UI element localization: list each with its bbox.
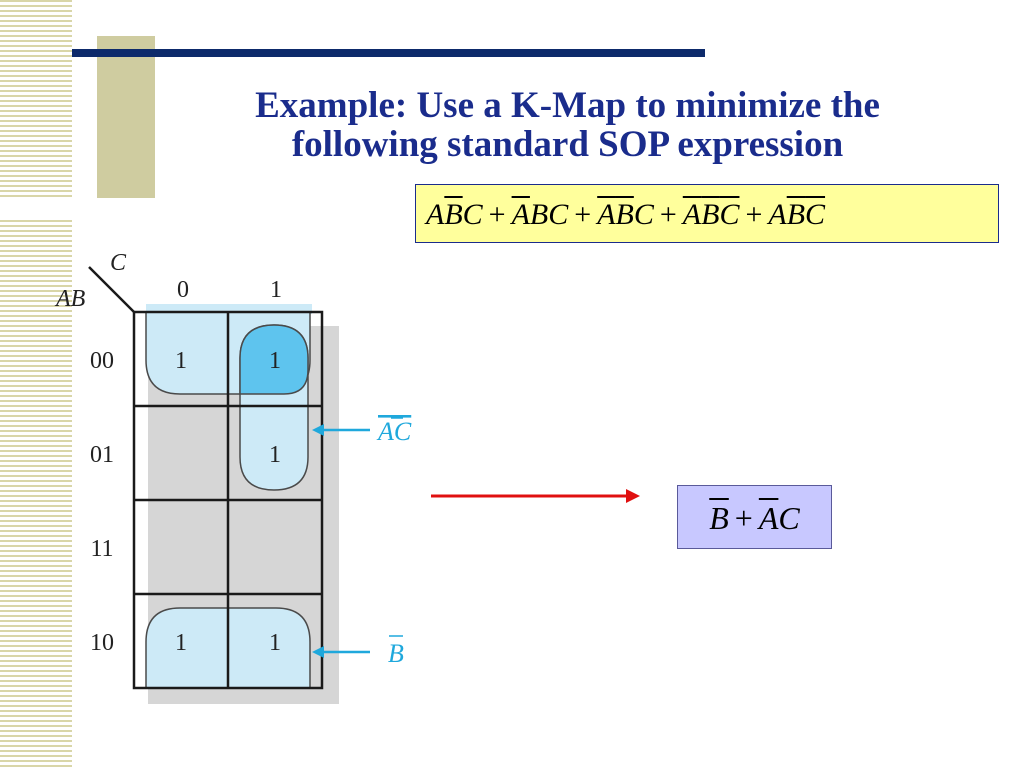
decorative-block xyxy=(97,36,155,198)
result-plus: + xyxy=(734,500,753,536)
title-line-2: following standard SOP expression xyxy=(291,124,844,165)
var-b-bar: B xyxy=(615,198,634,231)
var-c-bar: C xyxy=(805,198,826,231)
plus-operator: + xyxy=(488,198,506,231)
plus-operator: + xyxy=(745,198,763,231)
title-line-1: Example: Use a K-Map to minimize the xyxy=(255,85,880,126)
term-2: ABC xyxy=(512,198,569,231)
var-c: C xyxy=(548,198,569,231)
decorative-stripes xyxy=(0,0,72,768)
result-term-a-bar: A xyxy=(758,500,779,536)
cell-00-0: 1 xyxy=(175,348,187,374)
group2-label: B xyxy=(388,639,404,668)
var-a-bar: A xyxy=(682,198,702,231)
cell-00-1: 1 xyxy=(269,348,281,374)
result-term-c: C xyxy=(778,500,800,536)
title-rule xyxy=(72,49,705,57)
stripe-gap xyxy=(0,200,72,220)
cell-10-1: 1 xyxy=(269,630,281,656)
row-header-10: 10 xyxy=(90,630,114,656)
term-4: ABC xyxy=(683,198,740,231)
var-b-bar: B xyxy=(786,198,806,231)
term-5: ABC xyxy=(768,198,825,231)
row-header-00: 00 xyxy=(90,348,114,374)
var-c: C xyxy=(462,198,483,231)
result-expression-box: B+AC xyxy=(677,485,832,549)
plus-operator: + xyxy=(659,198,677,231)
col-header-0: 0 xyxy=(177,277,189,303)
group1-label: AC xyxy=(376,417,412,446)
var-a-bar: A xyxy=(511,198,530,231)
row-header-01: 01 xyxy=(90,442,114,468)
var-c-bar: C xyxy=(719,198,740,231)
row-header-11: 11 xyxy=(90,536,113,562)
corner-diagonal xyxy=(88,266,135,313)
plus-operator: + xyxy=(574,198,592,231)
group2-arrowhead xyxy=(312,646,324,658)
var-b: B xyxy=(529,198,549,231)
term-1: ABC xyxy=(426,198,483,231)
term-3: ABC xyxy=(597,198,654,231)
sop-expression-box: ABC+ABC+ABC+ABC+ABC xyxy=(415,184,999,243)
var-b-bar: B xyxy=(444,198,463,231)
col-header-1: 1 xyxy=(270,277,282,303)
slide-title: Example: Use a K-Map to minimize the fol… xyxy=(150,86,985,164)
cell-01-1: 1 xyxy=(269,442,281,468)
kmap-highlight xyxy=(146,304,312,314)
var-a-bar: A xyxy=(597,198,616,231)
group-overlap xyxy=(239,324,309,395)
result-term-b-bar: B xyxy=(709,500,729,536)
column-variable-label: C xyxy=(110,250,127,276)
var-b-bar: B xyxy=(701,198,720,231)
result-arrowhead xyxy=(626,489,640,503)
cell-10-0: 1 xyxy=(175,630,187,656)
var-a: A xyxy=(768,198,787,231)
var-a: A xyxy=(426,198,445,231)
row-variable-label: AB xyxy=(54,286,86,312)
kmap-grid xyxy=(132,310,324,690)
var-c: C xyxy=(633,198,654,231)
group1-arrowhead xyxy=(312,424,324,436)
